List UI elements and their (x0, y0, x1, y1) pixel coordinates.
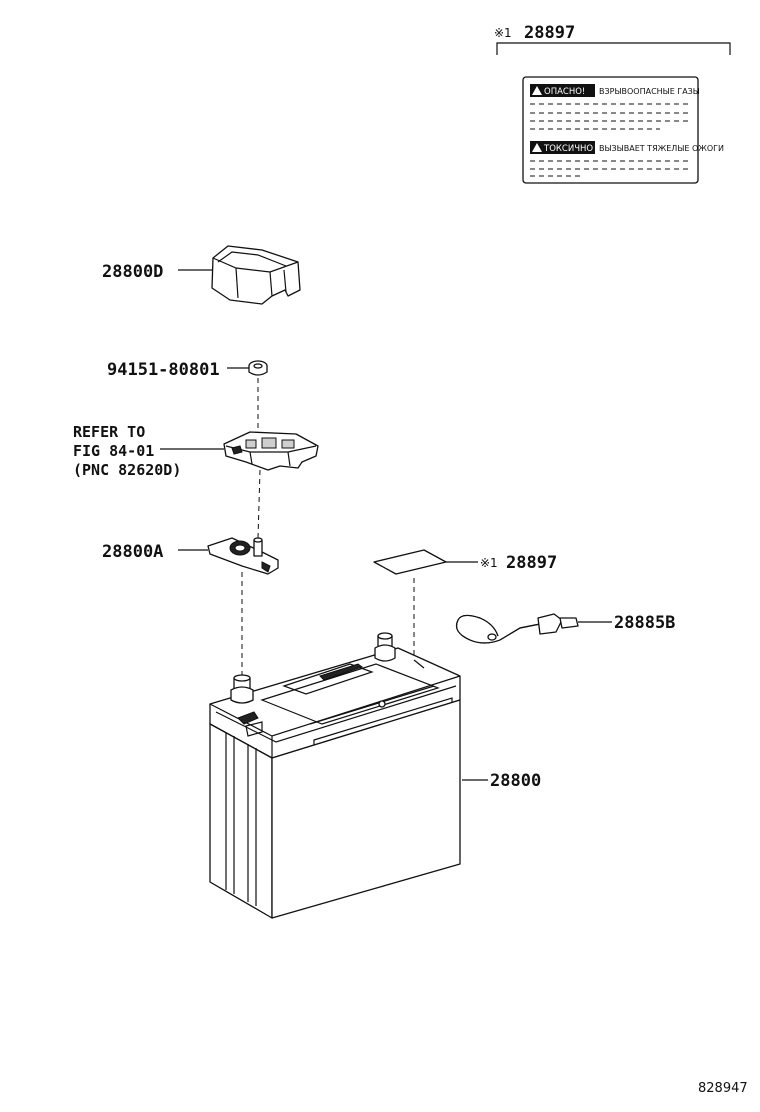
nut-part (248, 360, 268, 376)
toxic-header-box (530, 141, 595, 154)
part-number-28800A[interactable]: 28800A (102, 542, 163, 562)
warning-label-callout-mid: ※1 28897 (446, 553, 557, 573)
danger-text: ВЗРЫВООПАСНЫЕ ГАЗЫ (599, 87, 700, 96)
warning-triangle-icon (532, 143, 542, 152)
reference-mark: ※1 (480, 556, 498, 570)
terminal-cover-callout: 28800D (102, 262, 212, 282)
terminal-clamp-part (207, 537, 279, 575)
vent-hose-part (455, 613, 579, 644)
reference-mark: ※1 (494, 26, 512, 40)
terminal-clamp-callout: 28800A (102, 542, 208, 562)
refer-to-callout: REFER TO FIG 84-01 (PNC 82620D) (73, 423, 224, 479)
danger-heading: ОПАСНО! (544, 87, 585, 97)
warning-triangle-icon (532, 86, 542, 95)
part-number-28800D[interactable]: 28800D (102, 262, 163, 282)
part-number-28800[interactable]: 28800 (490, 771, 541, 791)
bracket-line (496, 42, 731, 55)
warning-plate: ОПАСНО! ВЗРЫВООПАСНЫЕ ГАЗЫ ТОКСИЧНО ВЫЗЫ… (522, 76, 724, 184)
part-number-94151-80801[interactable]: 94151-80801 (107, 360, 220, 380)
fusible-link-block-part (223, 431, 319, 471)
toxic-heading: ТОКСИЧНО (543, 144, 593, 154)
part-number-28885B[interactable]: 28885B (614, 613, 675, 633)
refer-to-text: REFER TO (73, 423, 145, 441)
battery-callout: 28800 (462, 771, 541, 791)
refer-pnc-text: (PNC 82620D) (73, 461, 181, 479)
vent-hose-callout: 28885B (578, 613, 675, 633)
assembly-guide-line (257, 469, 261, 539)
part-number-28897-top[interactable]: 28897 (524, 23, 575, 43)
nut-callout: 94151-80801 (107, 360, 250, 380)
toxic-text: ВЫЗЫВАЕТ ТЯЖЕЛЫЕ ОЖОГИ (599, 144, 724, 153)
refer-figure-link[interactable]: FIG 84-01 (73, 442, 154, 460)
battery-part (209, 632, 461, 919)
terminal-cover-part (211, 245, 301, 305)
figure-number: 828947 (698, 1081, 748, 1096)
warning-label-callout-top: ※1 28897 (494, 23, 731, 55)
danger-header-box (530, 84, 595, 97)
warning-sticker-part (373, 549, 447, 575)
part-number-28897-mid[interactable]: 28897 (506, 553, 557, 573)
